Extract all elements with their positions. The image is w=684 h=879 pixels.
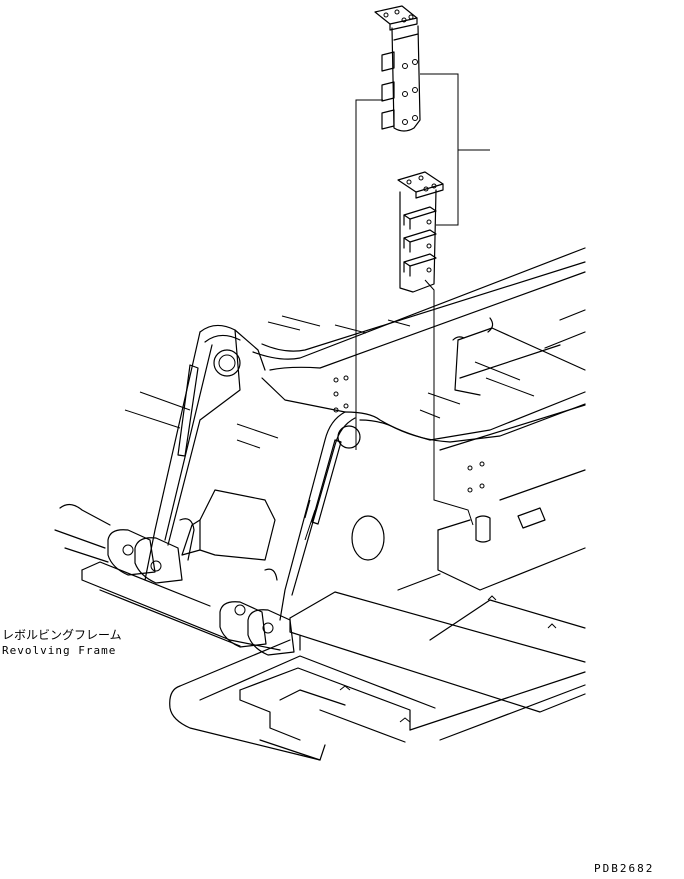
leader-lines <box>355 73 490 526</box>
part-label-english: Revolving Frame <box>2 644 117 657</box>
upper-bracket <box>374 5 421 132</box>
revolving-frame-upper <box>124 247 586 451</box>
revolving-frame-base <box>54 469 586 761</box>
boom-foot-brackets <box>144 324 385 621</box>
drawing-code: PDB2682 <box>594 862 655 875</box>
boss-pins <box>107 461 546 656</box>
part-label-japanese: レボルビングフレーム <box>2 628 122 642</box>
lower-bracket <box>397 171 444 293</box>
